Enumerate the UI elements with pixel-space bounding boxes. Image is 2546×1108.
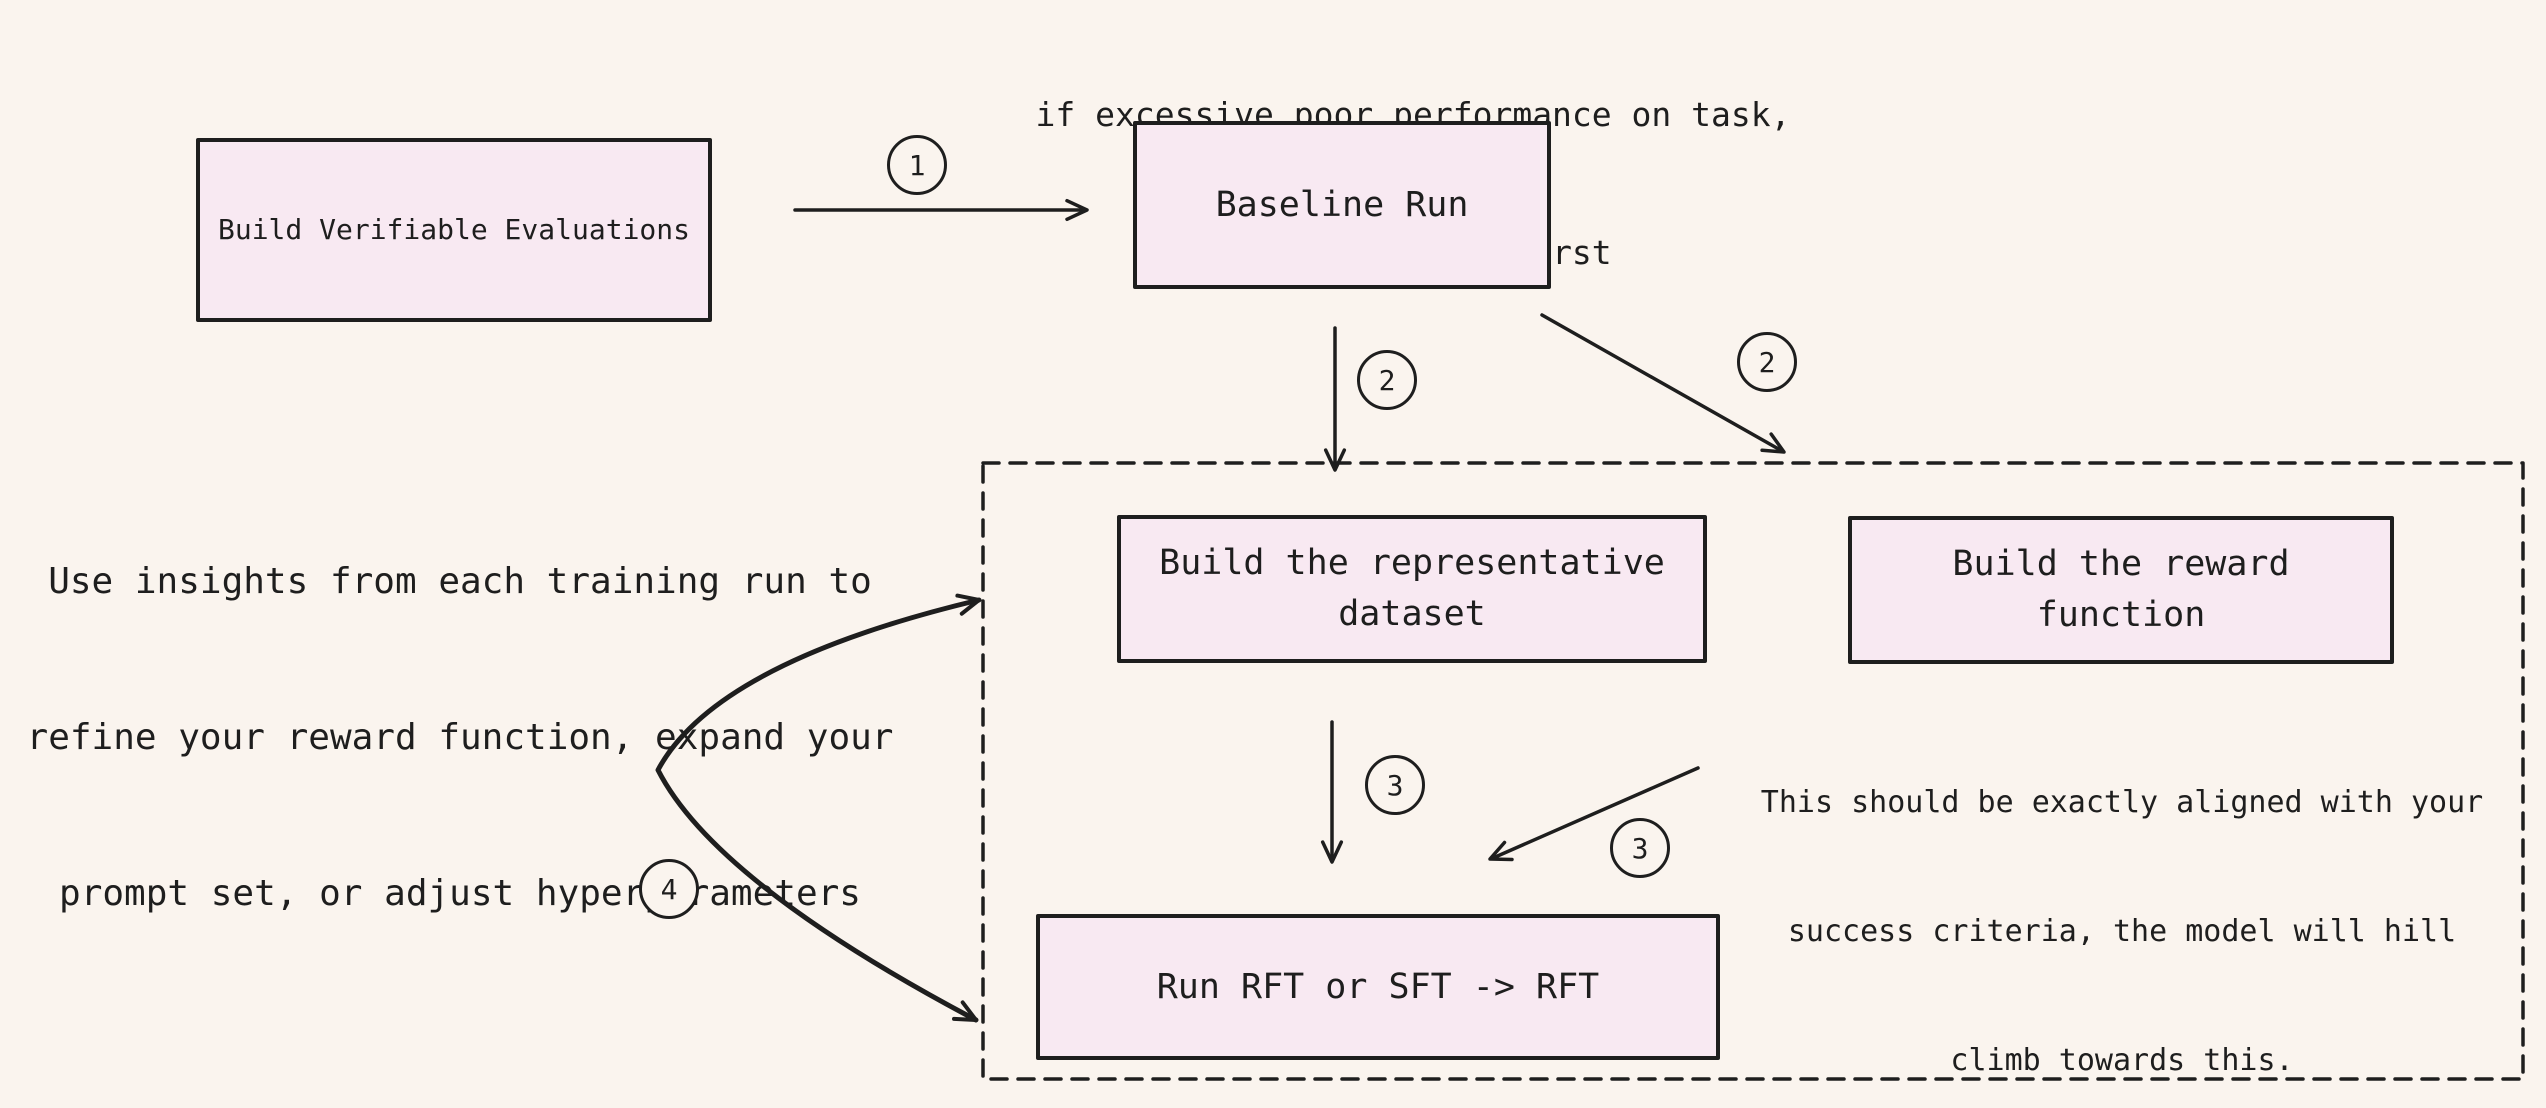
node-label: Build Verifiable Evaluations bbox=[217, 212, 690, 246]
step-badge-label: 4 bbox=[660, 872, 678, 906]
step-badge-label: 1 bbox=[908, 148, 926, 182]
node-baseline-run: Baseline Run bbox=[1133, 121, 1551, 289]
node-label: Build the representative dataset bbox=[1159, 543, 1686, 634]
reward-note: This should be exactly aligned with your… bbox=[1672, 695, 2546, 1108]
arrow-1-evals-to-baseline bbox=[793, 198, 1089, 222]
step-badge-label: 3 bbox=[1631, 831, 1649, 865]
node-build-verifiable-evaluations: Build Verifiable Evaluations bbox=[196, 138, 712, 322]
node-label: Baseline Run bbox=[1215, 184, 1469, 225]
reward-note-line-3: climb towards this. bbox=[1950, 1043, 2294, 1078]
step-badge-3-left: 3 bbox=[1365, 755, 1425, 815]
node-run-rft: Run RFT or SFT -> RFT bbox=[1036, 914, 1720, 1060]
arrow-3-dataset-to-run bbox=[1320, 720, 1344, 864]
node-build-representative-dataset: Build the representative dataset bbox=[1117, 515, 1707, 663]
dashed-scope-border bbox=[981, 461, 2525, 1081]
left-note-line-2: refine your reward function, expand your bbox=[26, 717, 894, 758]
step-badge-label: 2 bbox=[1378, 363, 1396, 397]
step-badge-2-right: 2 bbox=[1737, 332, 1797, 392]
step-badge-3-right: 3 bbox=[1610, 818, 1670, 878]
node-build-reward-function: Build the reward function bbox=[1848, 516, 2394, 664]
step-badge-label: 2 bbox=[1758, 345, 1776, 379]
node-label: Build the reward function bbox=[1952, 544, 2311, 635]
left-note: Use insights from each training run to r… bbox=[0, 452, 920, 1024]
step-badge-2-left: 2 bbox=[1357, 350, 1417, 410]
step-badge-4: 4 bbox=[639, 859, 699, 919]
arrow-2-baseline-to-reward bbox=[1540, 313, 1786, 454]
step-badge-1: 1 bbox=[887, 135, 947, 195]
arrow-4-feedback-loop bbox=[655, 593, 982, 1023]
reward-note-line-2: success criteria, the model will hill bbox=[1787, 914, 2457, 949]
step-badge-label: 3 bbox=[1386, 768, 1404, 802]
reward-note-line-1: This should be exactly aligned with your bbox=[1760, 785, 2484, 820]
left-note-line-3: prompt set, or adjust hyperparameters bbox=[59, 873, 861, 914]
arrow-3-reward-to-run bbox=[1488, 766, 1700, 862]
node-label: Run RFT or SFT -> RFT bbox=[1156, 966, 1600, 1007]
arrow-2-baseline-to-dataset bbox=[1323, 326, 1347, 472]
left-note-line-1: Use insights from each training run to bbox=[48, 561, 872, 602]
